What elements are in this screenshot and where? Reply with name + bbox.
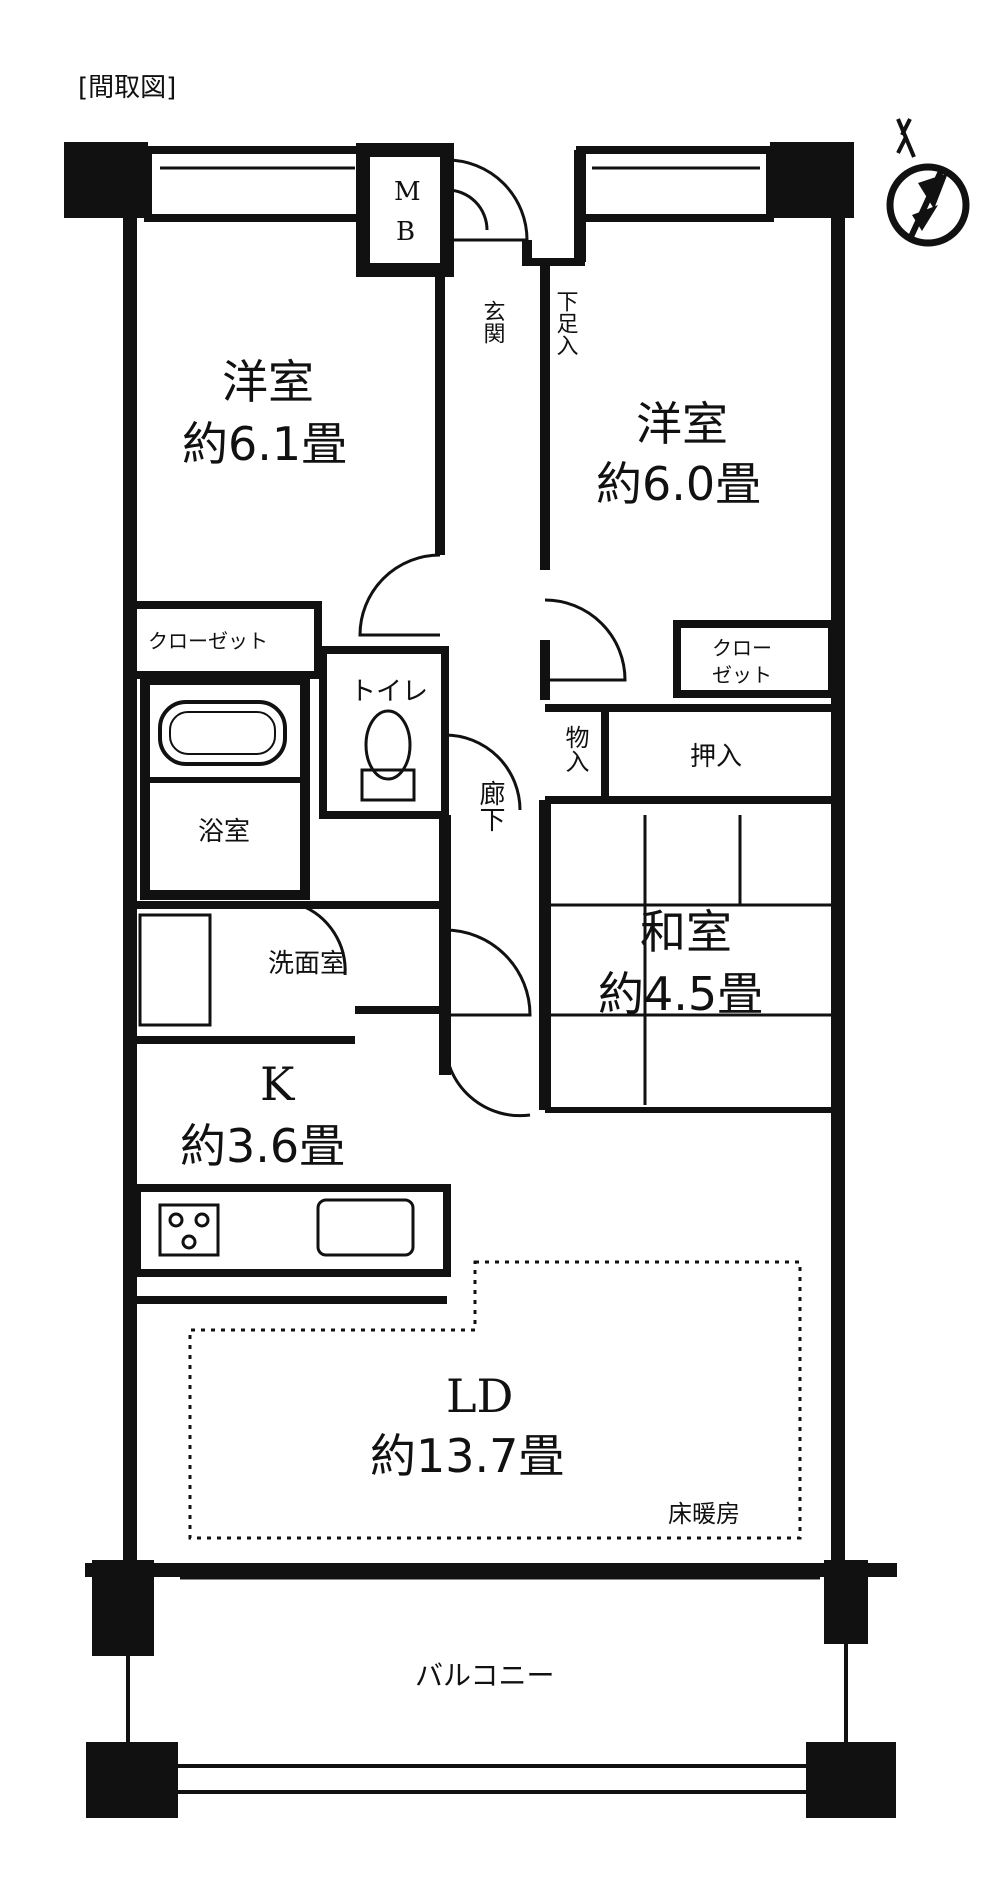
west-room-size: 約6.1畳: [182, 417, 347, 471]
genkan-label: 玄関: [480, 300, 505, 344]
getabako-label: 下足入: [553, 290, 579, 356]
doors: [299, 553, 627, 1118]
oshiire-label: 押入: [690, 742, 742, 772]
corridor-label: 廊下: [475, 780, 505, 832]
east-room-size: 約6.0畳: [596, 457, 761, 511]
ld-size: 約13.7畳: [370, 1429, 564, 1483]
sink: [316, 1198, 415, 1257]
kitchen-size: 約3.6畳: [180, 1119, 345, 1173]
mb-box: [356, 143, 454, 277]
ld-name: LD: [446, 1369, 513, 1423]
window-top-left: [144, 146, 367, 222]
entrance-door: [446, 158, 529, 242]
closet-west-label: クローゼット: [148, 629, 268, 653]
bathtub: [158, 700, 287, 766]
washroom-label: 洗面室: [268, 949, 346, 979]
exterior-walls: [85, 203, 897, 1577]
north-arrow-icon: [886, 118, 970, 247]
balcony-railing: [126, 1644, 848, 1794]
east-room-name: 洋室: [636, 397, 728, 451]
mb-label-top: M: [394, 177, 421, 207]
closet-east-label-2: ゼット: [712, 663, 772, 687]
kitchen-name: K: [260, 1057, 296, 1111]
floor-heating-area: [188, 1260, 802, 1540]
closet-east-label-1: クロー: [712, 636, 772, 660]
bath-label: 浴室: [198, 817, 250, 847]
toilet-label: トイレ: [350, 677, 428, 707]
mb-label-bottom: B: [396, 217, 415, 247]
washbasin: [138, 913, 212, 1027]
pillar-bottom-right: [806, 1742, 896, 1818]
west-room-name: 洋室: [222, 355, 314, 409]
window-top-right: [576, 146, 774, 222]
washitsu-size: 約4.5畳: [598, 967, 763, 1021]
interior-walls: [129, 262, 836, 1304]
washitsu-name: 和室: [640, 905, 732, 959]
floor-heating-label: 床暖房: [668, 1500, 740, 1528]
plan-title: [間取図]: [78, 73, 176, 103]
stove: [158, 1203, 220, 1257]
toilet-fixture: [360, 709, 416, 802]
pillar-bottom-left: [86, 1742, 178, 1818]
tatami-grid: [550, 815, 832, 1105]
balcony-label: バルコニー: [415, 1659, 554, 1692]
storage-mono-label: 物入: [561, 725, 589, 773]
